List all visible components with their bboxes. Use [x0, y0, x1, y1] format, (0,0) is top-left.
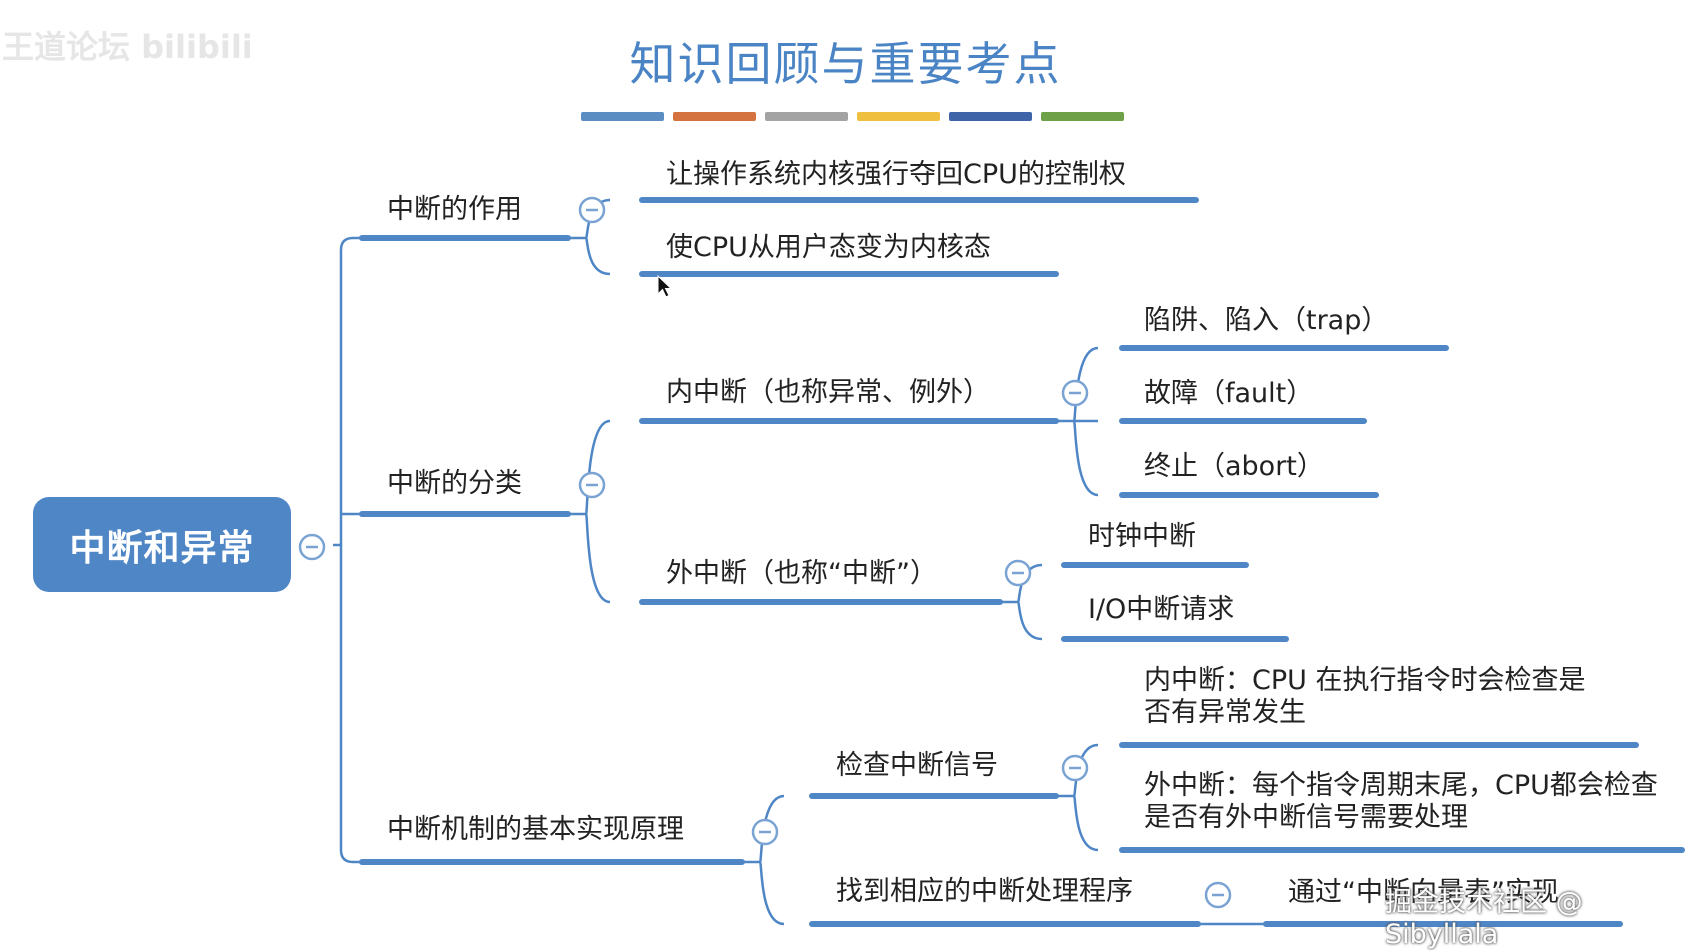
node-check-internal[interactable]: 内中断：CPU 在执行指令时会检查是否有异常发生: [1144, 665, 1586, 728]
connector-external-curve-2: [1016, 600, 1043, 641]
node-trap[interactable]: 陷阱、陷入（trap）: [1144, 305, 1389, 336]
node-abort[interactable]: 终止（abort）: [1144, 451, 1324, 482]
node-mechanism[interactable]: 中断机制的基本实现原理: [387, 814, 684, 845]
root-node[interactable]: 中断和异常: [33, 497, 291, 592]
node-role-child-1[interactable]: 让操作系统内核强行夺回CPU的控制权: [666, 159, 1126, 190]
title-color-bar-1: [581, 112, 664, 121]
connector-internal-curve-3: [1072, 419, 1099, 497]
title-color-bar-3: [765, 112, 848, 121]
node-external-interrupt[interactable]: 外中断（也称“中断”）: [666, 558, 937, 589]
title-color-bar-6: [1041, 112, 1124, 121]
node-fault[interactable]: 故障（fault）: [1144, 378, 1314, 409]
watermark-top-left: 王道论坛 bilibili: [2, 28, 253, 66]
connector-classify-curve-2: [584, 512, 611, 604]
title-color-bars: [581, 112, 1124, 121]
node-classify[interactable]: 中断的分类: [387, 468, 522, 499]
title-color-bar-2: [673, 112, 756, 121]
connector-classify-curve-1: [584, 419, 611, 516]
node-role-child-2[interactable]: 使CPU从用户态变为内核态: [666, 232, 991, 263]
node-internal-interrupt[interactable]: 内中断（也称异常、例外）: [666, 377, 990, 408]
node-vector-table[interactable]: 通过“中断向量表”实现: [1288, 877, 1559, 908]
node-check-external[interactable]: 外中断：每个指令周期末尾，CPU都会检查是否有外中断信号需要处理: [1144, 770, 1658, 833]
connector-role-curve-2: [584, 236, 611, 276]
page-title: 知识回顾与重要考点: [629, 37, 1062, 91]
node-role[interactable]: 中断的作用: [387, 194, 522, 225]
node-io-interrupt[interactable]: I/O中断请求: [1088, 594, 1235, 625]
node-check-signal[interactable]: 检查中断信号: [836, 750, 998, 781]
title-color-bar-4: [857, 112, 940, 121]
node-clock-interrupt[interactable]: 时钟中断: [1088, 521, 1196, 552]
title-color-bar-5: [949, 112, 1032, 121]
root-connector: [333, 236, 362, 864]
node-find-handler[interactable]: 找到相应的中断处理程序: [836, 876, 1133, 907]
connector-check-curve-2: [1072, 794, 1099, 852]
connector-mechanism-curve-2: [758, 860, 785, 926]
watermark-bottom-right: 掘金技术社区 @ Sibyllala: [1385, 887, 1583, 950]
mouse-pointer-icon: [657, 275, 673, 298]
